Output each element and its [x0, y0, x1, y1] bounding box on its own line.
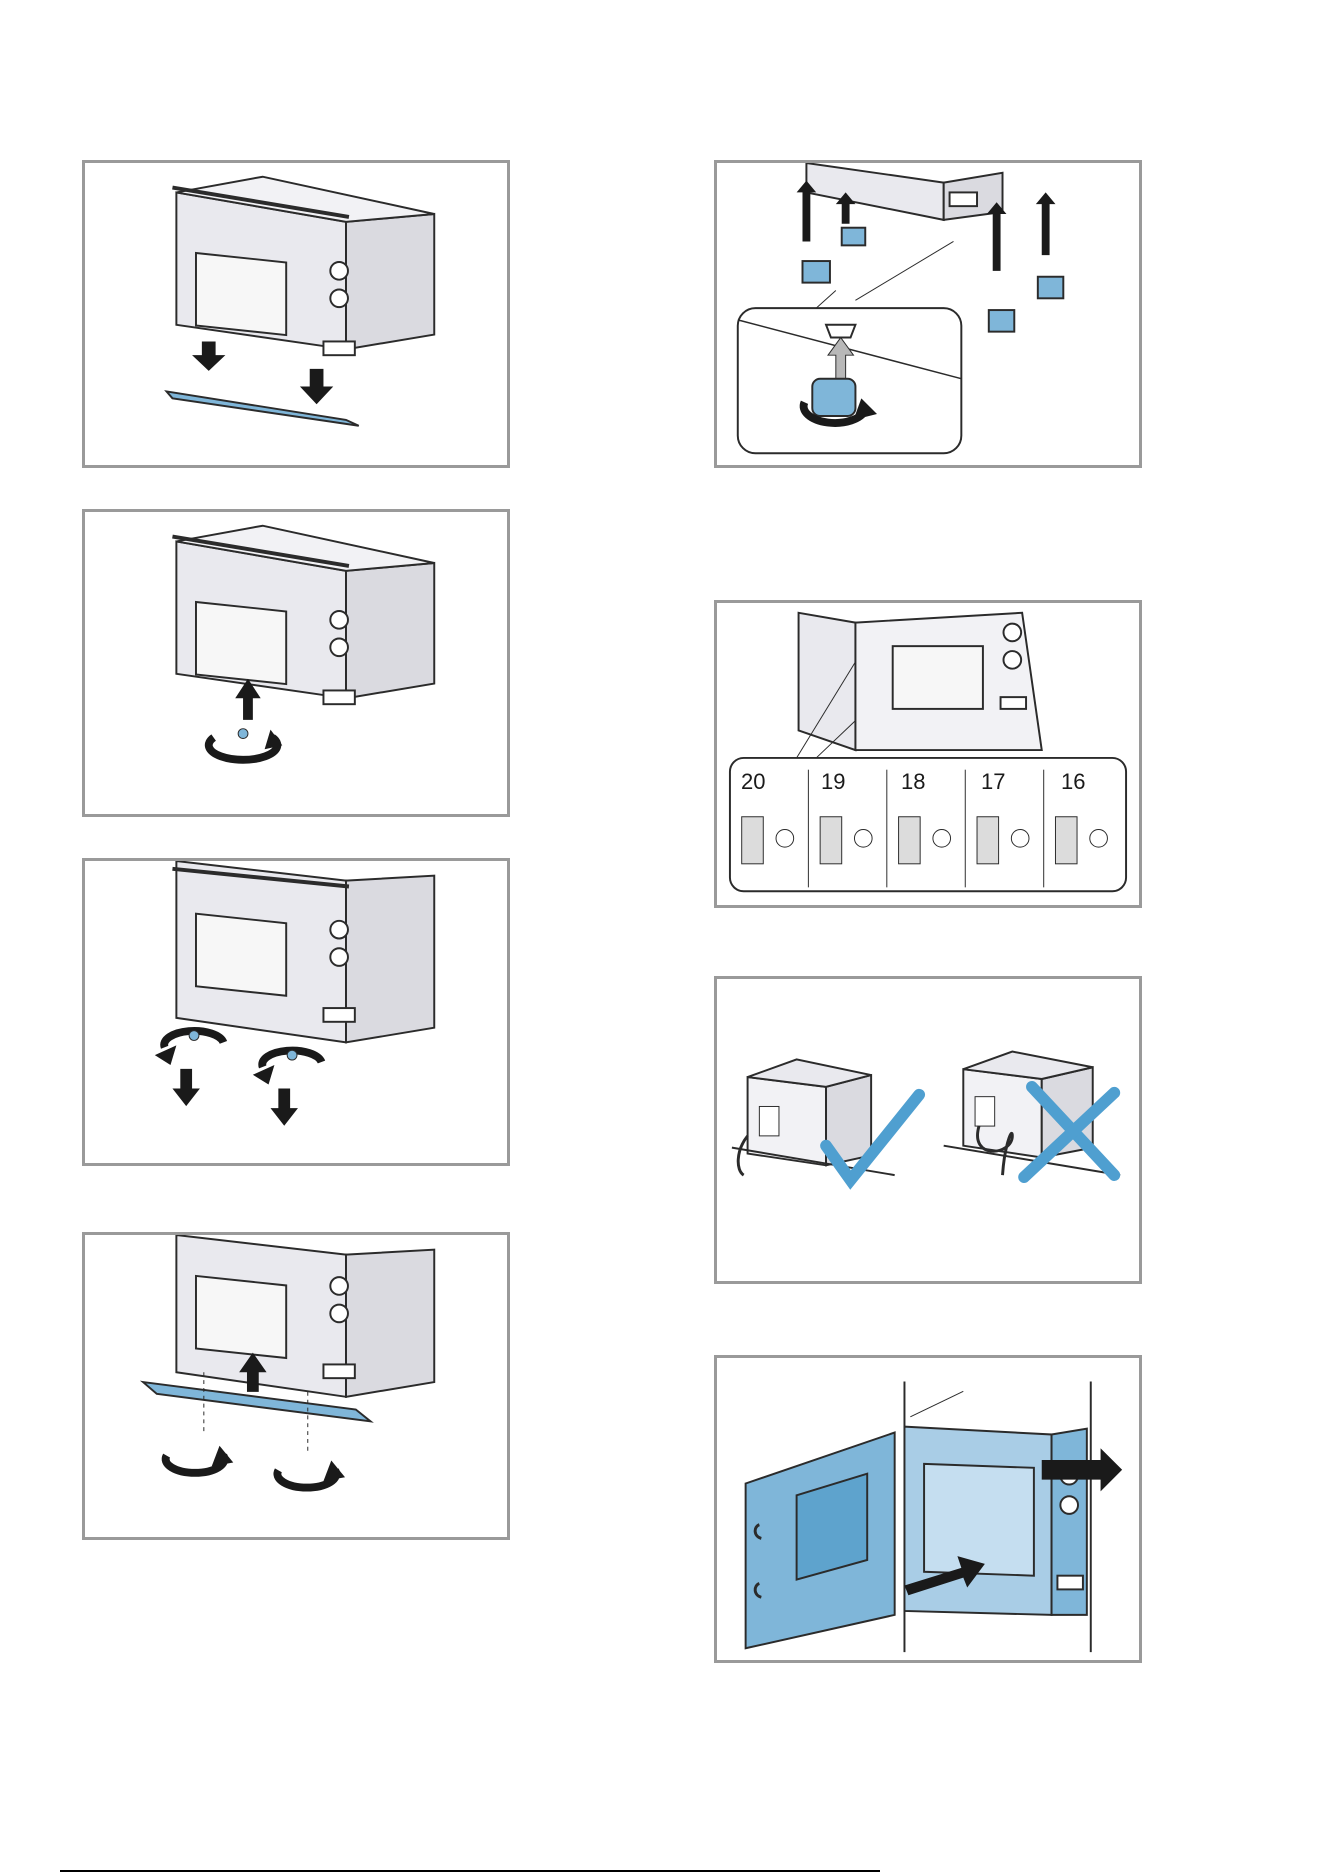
figure-spacer-adjustment: 20 19 18 17 16 [714, 600, 1142, 908]
microwave-attach-strip-illustration [85, 1235, 507, 1537]
feet-adjustment-illustration [717, 163, 1139, 465]
figure-adjust-feet [714, 160, 1142, 468]
figure-insert-appliance [714, 1355, 1142, 1663]
microwave-trim-illustration [85, 163, 507, 465]
door-open-illustration [717, 1358, 1139, 1660]
microwave-screw-illustration [85, 512, 507, 814]
figure-screw-up [82, 509, 510, 817]
figure-remove-trim-strip [82, 160, 510, 468]
spacer-label-3: 18 [901, 769, 925, 795]
spacer-label-2: 19 [821, 769, 845, 795]
spacer-illustration [717, 603, 1139, 905]
figure-remove-screws [82, 858, 510, 1166]
figure-cable-routing [714, 976, 1142, 1284]
figure-attach-trim-strip [82, 1232, 510, 1540]
spacer-label-1: 20 [741, 769, 765, 795]
microwave-unscrew-illustration [85, 861, 507, 1163]
cable-routing-illustration [717, 979, 1139, 1281]
spacer-label-4: 17 [981, 769, 1005, 795]
spacer-label-5: 16 [1061, 769, 1085, 795]
